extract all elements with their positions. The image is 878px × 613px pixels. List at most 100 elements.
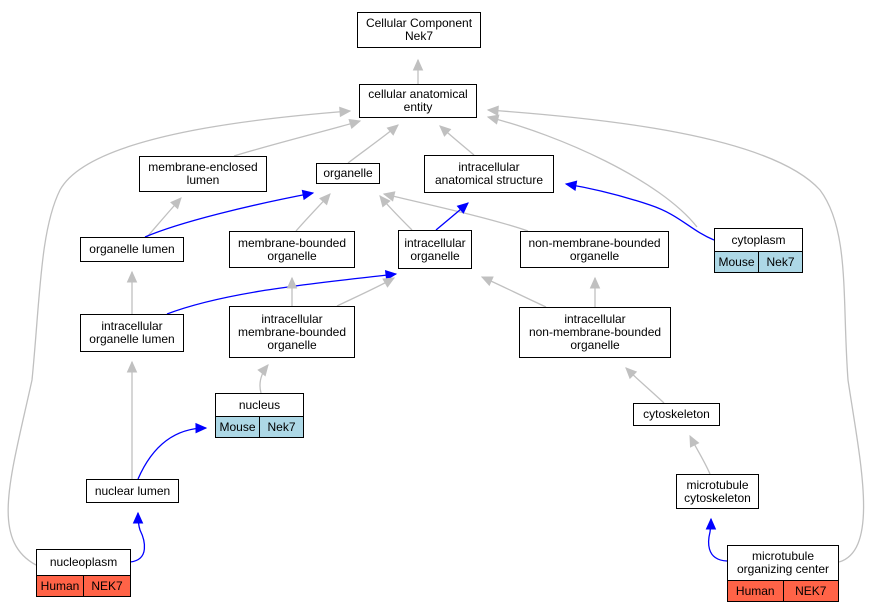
edge-cytoplasm-to-cellular-anatomical-entity — [486, 114, 698, 228]
node-label-line: nucleus — [238, 397, 281, 412]
edge-line — [144, 192, 314, 238]
node-cytoskeleton[interactable]: cytoskeleton — [633, 403, 720, 426]
edge-intracellular-organelle-lumen-to-organelle-lumen — [126, 270, 138, 314]
node-label-line: cytoskeleton — [643, 407, 710, 421]
arrowhead — [132, 511, 144, 524]
edge-membrane-bounded-organelle-to-organelle — [295, 193, 331, 232]
edge-nucleus-to-intracellular-membrane-bounded-organelle — [257, 364, 269, 394]
node-label-line: intracellular — [404, 235, 466, 250]
node-label-line: intracellular — [564, 312, 626, 326]
node-label-line: organelle — [410, 248, 460, 263]
edge-intracellular-anatomical-structure-to-cellular-anatomical-entity — [439, 125, 475, 156]
species-tag: Mouse — [216, 417, 259, 437]
edge-organelle-lumen-to-organelle — [144, 189, 315, 238]
node-organelle-lumen[interactable]: organelle lumen — [80, 237, 184, 262]
arrowhead — [382, 191, 396, 202]
arrowhead — [384, 270, 398, 281]
edge-nucleoplasm-to-nuclear-lumen — [129, 511, 146, 563]
edge-intracellular-membrane-bounded-organelle-to-membrane-bounded-organelle — [286, 276, 298, 306]
edge-line — [487, 109, 865, 563]
arrowhead — [301, 189, 315, 201]
arrowhead — [386, 124, 399, 136]
edge-intracellular-organelle-to-intracellular-anatomical-structure — [435, 202, 469, 231]
node-nuclear-lumen[interactable]: nuclear lumen — [86, 479, 179, 503]
node-label-line: non-membrane-bounded — [528, 235, 661, 250]
node-label-line: intracellular — [261, 311, 323, 326]
edge-microtubule-organizing-center-to-cellular-anatomical-entity — [486, 105, 865, 563]
arrowhead — [170, 197, 182, 210]
arrowhead — [439, 125, 452, 137]
node-label-line: intracellular — [101, 319, 163, 333]
node-label-line: organelle lumen — [89, 242, 175, 256]
edge-membrane-enclosed-lumen-to-cellular-anatomical-entity — [233, 118, 362, 157]
node-label-line: entity — [403, 100, 433, 114]
arrowhead — [412, 58, 424, 71]
arrowhead — [348, 118, 362, 130]
arrowhead — [480, 276, 494, 287]
node-label-line: membrane-bounded — [237, 324, 347, 339]
edge-cytoplasm-to-intracellular-anatomical-structure — [564, 180, 715, 241]
node-label-line: intracellular — [458, 160, 520, 174]
arrowhead — [456, 202, 469, 214]
node-label-line: non-membrane-bounded — [528, 325, 662, 339]
arrowhead — [126, 270, 138, 283]
node-label-line: organelle — [569, 248, 620, 263]
node-label: nucleoplasm — [37, 550, 130, 575]
edge-non-membrane-bounded-organelle-to-organelle — [382, 191, 529, 232]
edge-intracellular-non-membrane-bounded-organelle-to-non-membrane-bounded-organelle — [589, 276, 601, 307]
arrowhead — [689, 434, 700, 448]
node-label-line: Cellular Component — [365, 16, 473, 30]
node-label-line: cytoplasm — [731, 232, 786, 247]
edge-nucleoplasm-to-cellular-anatomical-entity — [7, 106, 352, 566]
arrowhead — [195, 422, 208, 434]
node-label-line: organelle — [267, 337, 317, 352]
arrowhead — [589, 276, 601, 289]
arrowhead — [319, 193, 331, 206]
node-label-line: membrane-bounded — [237, 235, 347, 250]
edge-microtubule-organizing-center-to-microtubule-cytoskeleton — [705, 517, 728, 562]
edge-cytoskeleton-to-intracellular-non-membrane-bounded-organelle — [625, 367, 665, 404]
node-label-line: nuclear lumen — [94, 483, 171, 498]
species-tag: Human — [728, 581, 783, 601]
node-label-line: cytoskeleton — [684, 490, 751, 505]
arrowhead — [379, 195, 391, 208]
edge-line — [166, 273, 397, 315]
gene-tag: Nek7 — [259, 417, 303, 437]
edge-intracellular-membrane-bounded-organelle-to-intracellular-organelle — [336, 277, 396, 307]
node-label-line: Nek7 — [404, 29, 433, 43]
edge-organelle-lumen-to-membrane-enclosed-lumen — [146, 197, 182, 238]
node-organelle[interactable]: organelle — [316, 163, 380, 184]
node-label-line: organelle — [323, 166, 373, 180]
node-label-line: microtubule — [686, 477, 749, 492]
edge-line — [7, 110, 351, 566]
species-tag: Mouse — [715, 252, 758, 272]
node-label: cytoplasm — [715, 229, 802, 251]
